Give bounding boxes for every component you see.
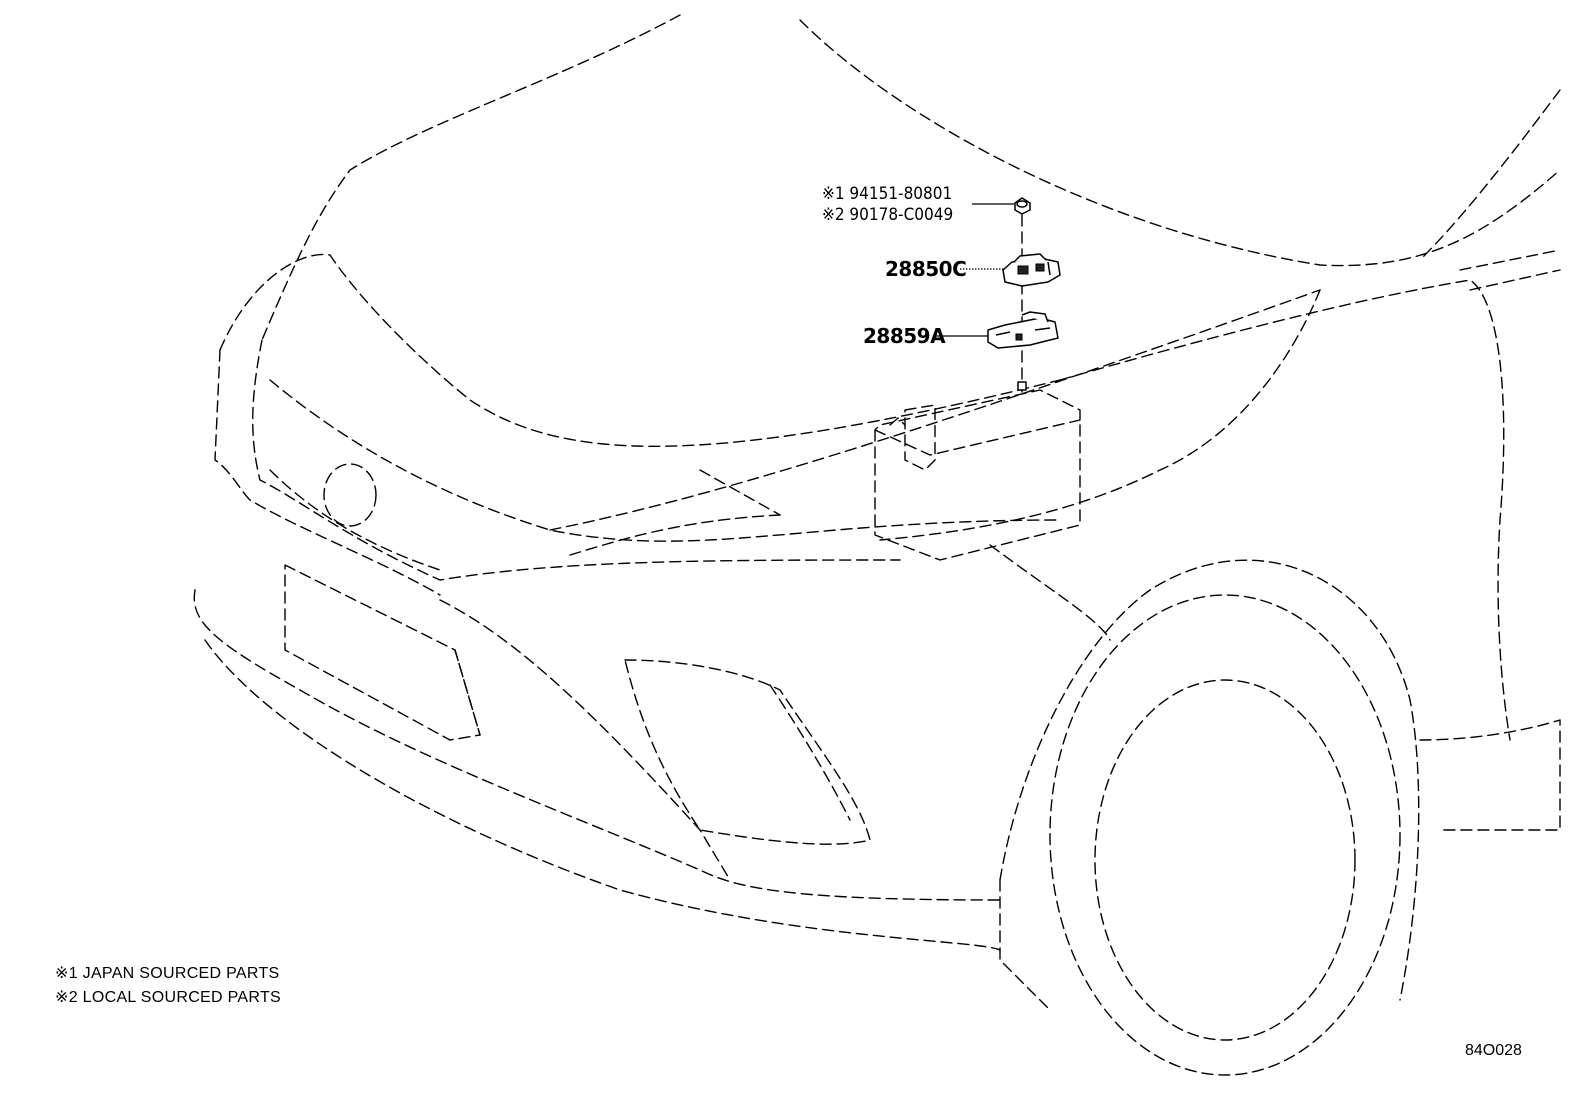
hood-side-line <box>879 289 1321 541</box>
stud-icon <box>1017 381 1027 391</box>
wheel-arch <box>999 559 1420 1001</box>
part-number-1: ※1 94151-80801 <box>822 186 952 203</box>
part-1-number: 94151-80801 <box>849 184 953 204</box>
figure-number: 84O028 <box>1465 1042 1522 1059</box>
bumper-corner <box>999 879 1051 1011</box>
battery-top <box>874 419 1081 456</box>
fender-line <box>1059 279 1511 741</box>
hood-center-curve <box>799 19 1561 267</box>
grille-upper <box>269 469 441 571</box>
callout-28859A: 28859A <box>863 324 946 348</box>
hood-lower-crease <box>549 289 1321 531</box>
battery-post <box>889 417 906 426</box>
grille-outline <box>252 339 901 581</box>
hood-leading-edge <box>269 379 1061 542</box>
battery-clamp-icon <box>1002 253 1061 287</box>
footnote-1: ※1 JAPAN SOURCED PARTS <box>55 965 280 982</box>
bumper-upper <box>214 349 441 596</box>
emblem <box>323 463 377 527</box>
battery-terminal <box>904 404 936 471</box>
hood-top-edge <box>261 14 681 341</box>
callout-28850C: 28850C <box>885 257 967 281</box>
part-2-number: 90178-C0049 <box>849 205 954 225</box>
headlight-line <box>569 514 781 556</box>
license-plate-side <box>454 649 481 736</box>
bumper-bottom <box>204 639 1001 951</box>
part-2-mark: ※2 <box>822 205 845 225</box>
fender-to-bumper <box>989 544 1111 641</box>
wheel-tire <box>1049 594 1401 1076</box>
part-number-2: ※2 90178-C0049 <box>822 207 953 224</box>
fog-lamp-outline <box>624 659 871 845</box>
headlight-diag <box>699 469 781 516</box>
hood-front-crease <box>219 253 1061 448</box>
a-pillar <box>1459 249 1561 291</box>
hood-right-edge <box>1419 89 1561 261</box>
part-1-mark: ※1 <box>822 184 845 204</box>
battery-hold-down-icon <box>987 311 1059 349</box>
footnote-2: ※2 LOCAL SOURCED PARTS <box>55 989 281 1006</box>
intake-line <box>439 599 731 881</box>
license-plate <box>284 564 481 741</box>
bumper-lower <box>193 589 1001 901</box>
battery-body <box>874 389 1081 561</box>
fog-lamp-inner <box>769 684 851 821</box>
wheel-rim <box>1094 679 1356 1041</box>
nut-icon <box>1014 197 1031 215</box>
rocker-line <box>1419 719 1561 831</box>
